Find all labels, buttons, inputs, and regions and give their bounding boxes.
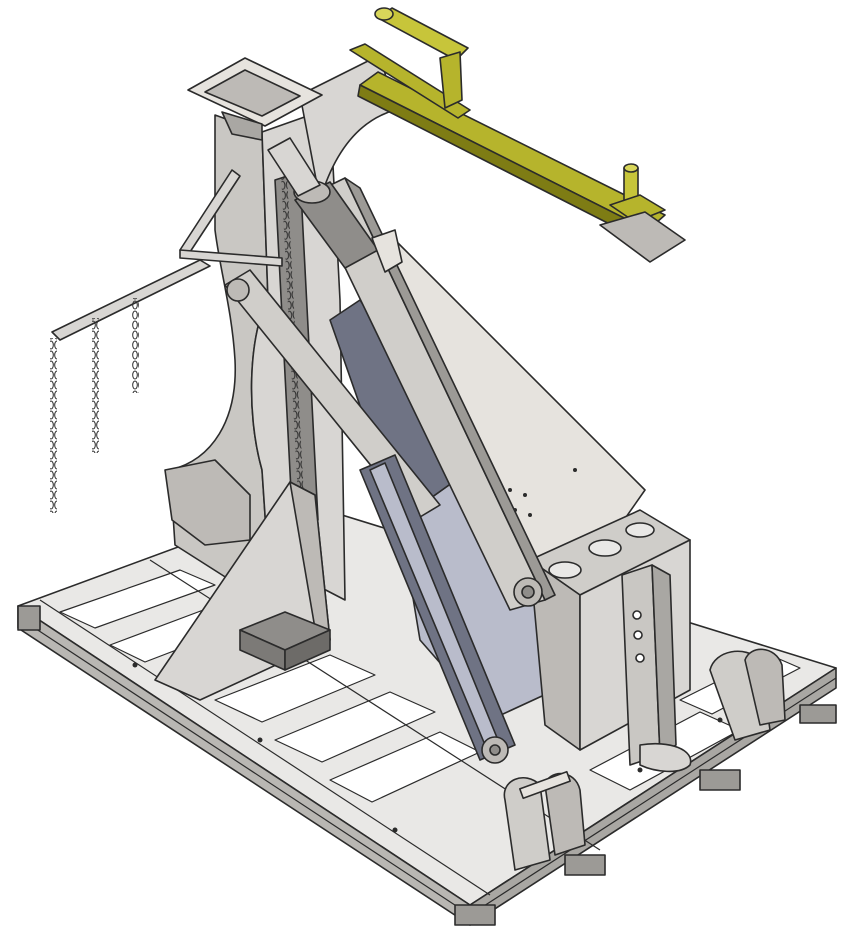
left-chain-rack (50, 169, 283, 513)
lower-housing (529, 509, 692, 773)
hanging-chain (92, 318, 99, 453)
cylinder-rod (267, 137, 321, 197)
rack-bar (51, 259, 211, 341)
front-fork-brackets (503, 648, 786, 871)
pallet-foot (699, 769, 741, 791)
hanging-chain (50, 338, 57, 513)
fork-pin (518, 770, 572, 800)
arm-foot-plate (599, 211, 686, 263)
vertical-post-side (651, 564, 677, 756)
pallet-foot (799, 704, 837, 724)
hopper-inner (204, 69, 301, 117)
link-arm-upper (224, 269, 441, 521)
main-boom-arm (267, 137, 556, 611)
boom-arm-side (344, 177, 556, 601)
pallet-foot (564, 854, 606, 876)
rack-strut-lower (179, 249, 283, 267)
rear-bracket-right-2 (744, 648, 786, 726)
yellow-handle-bracket (439, 51, 463, 109)
boom-pivot-pin (521, 585, 535, 599)
pallet-gap (214, 654, 376, 723)
hanging-chain (132, 298, 139, 393)
roller (588, 539, 622, 557)
pallet-gap (274, 691, 436, 763)
roller (625, 522, 655, 538)
yellow-front-block (609, 194, 666, 223)
yellow-handle-cap (374, 7, 394, 21)
pallet-foot (17, 605, 41, 631)
yellow-top-rail (349, 43, 471, 119)
left-support-structure (154, 459, 331, 701)
base-hook (639, 742, 692, 773)
yellow-arm-beam-side (357, 84, 649, 243)
base-block-side (284, 629, 331, 671)
roller (548, 561, 582, 579)
pallet-foot (454, 904, 496, 926)
link-pivot-top (226, 278, 250, 302)
yellow-handle-arm (349, 7, 686, 263)
clevis (371, 229, 403, 273)
link-arm (224, 269, 516, 764)
pallet-gap (59, 569, 216, 629)
hopper-funnel (221, 111, 263, 141)
fork-bracket-left (503, 776, 551, 871)
